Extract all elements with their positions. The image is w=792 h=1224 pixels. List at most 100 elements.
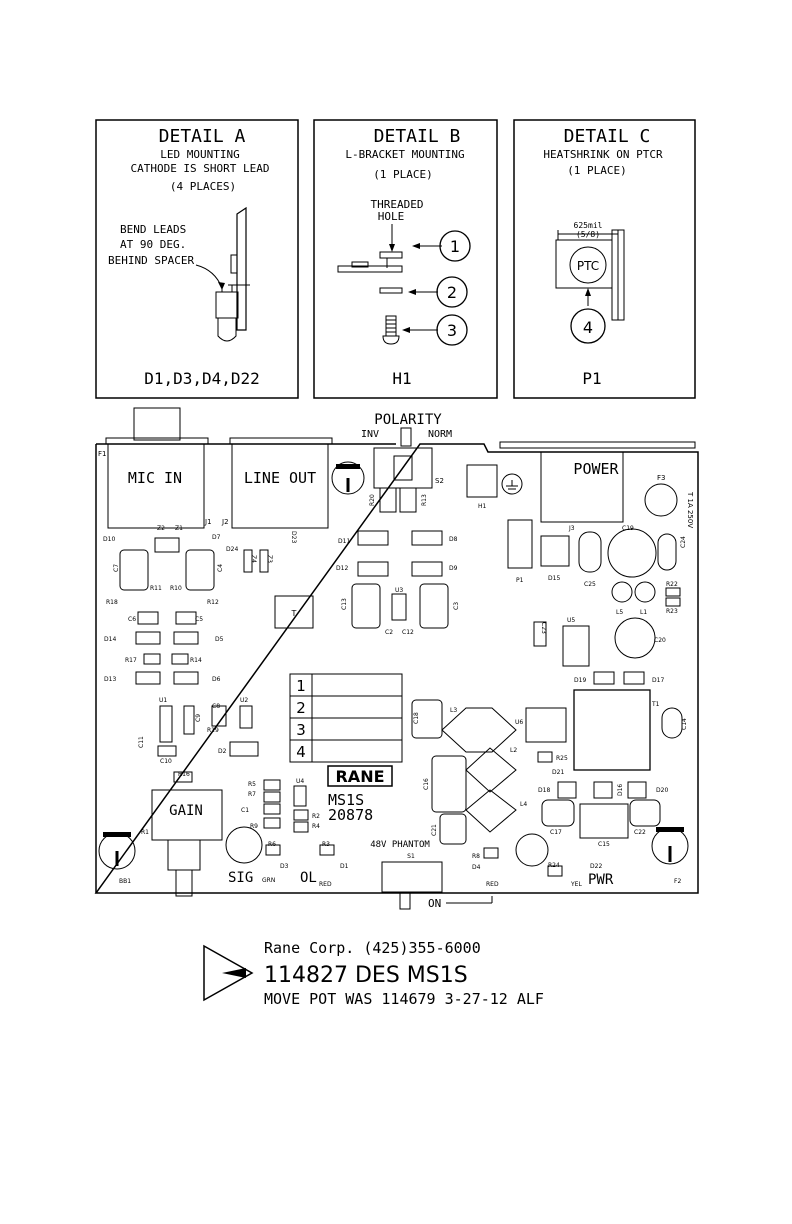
ref-D10: D10 bbox=[103, 536, 115, 543]
ref-R19: R19 bbox=[207, 727, 219, 734]
ref-R24: R24 bbox=[548, 862, 560, 869]
ref-C15: C15 bbox=[598, 841, 610, 848]
ref-C25: C25 bbox=[584, 581, 596, 588]
pwr-label: PWR bbox=[588, 872, 614, 888]
grn-label: GRN bbox=[262, 877, 275, 884]
led-mounting-sketch bbox=[195, 206, 250, 342]
ref-C18: C18 bbox=[413, 712, 420, 724]
assembly-table: 1 2 3 4 bbox=[289, 673, 403, 763]
ref-D5: D5 bbox=[215, 636, 224, 643]
ref-C5: C5 bbox=[195, 616, 203, 623]
ref-U2: U2 bbox=[240, 697, 248, 704]
ref-C6: C6 bbox=[128, 616, 136, 623]
ref-D1: D1 bbox=[340, 863, 349, 870]
revision-note: MOVE POT WAS 114679 3-27-12 ALF bbox=[264, 990, 544, 1008]
sig-label: SIG bbox=[228, 870, 253, 886]
ref-C11: C11 bbox=[138, 736, 145, 748]
ref-T: T bbox=[291, 609, 297, 618]
mic-in-label: MIC IN bbox=[128, 469, 182, 487]
ref-C17: C17 bbox=[550, 829, 562, 836]
model-label: MS1S bbox=[328, 791, 364, 809]
ref-R1: R1 bbox=[141, 829, 149, 836]
ref-U5: U5 bbox=[567, 617, 575, 624]
bracket-sketch bbox=[337, 224, 442, 345]
ref-C22: C22 bbox=[634, 829, 646, 836]
ref-R2: R2 bbox=[312, 813, 320, 820]
detail-a-line1: LED MOUNTING bbox=[160, 148, 239, 161]
ref-C9: C9 bbox=[195, 714, 202, 722]
ref-U1: U1 bbox=[159, 697, 167, 704]
detail-a: DETAIL A LED MOUNTING CATHODE IS SHORT L… bbox=[95, 119, 299, 399]
ref-C2: C2 bbox=[385, 629, 393, 636]
ref-Z4: Z4 bbox=[250, 555, 257, 563]
detail-a-title: DETAIL A bbox=[159, 126, 246, 147]
ref-L3: L3 bbox=[450, 707, 457, 714]
ref-D16: D16 bbox=[617, 784, 624, 796]
svg-text:1: 1 bbox=[450, 237, 460, 256]
ref-R16: R16 bbox=[178, 771, 190, 778]
callout-2: 2 bbox=[436, 276, 468, 308]
ref-R12: R12 bbox=[207, 599, 219, 606]
ref-C23: C23 bbox=[540, 622, 547, 634]
ref-BB1: BB1 bbox=[119, 878, 131, 885]
red-label: RED bbox=[486, 881, 499, 888]
ref-C14: C14 bbox=[681, 718, 688, 730]
ref-T1: T1 bbox=[651, 701, 660, 708]
ref-C13: C13 bbox=[341, 598, 348, 610]
ref-R7: R7 bbox=[248, 791, 256, 798]
ref-L2: L2 bbox=[510, 747, 517, 754]
ref-D6: D6 bbox=[212, 676, 221, 683]
company-line: Rane Corp. (425)355-6000 bbox=[264, 939, 481, 957]
svg-text:3: 3 bbox=[447, 321, 457, 340]
ref-C10: C10 bbox=[160, 758, 172, 765]
table-row-2: 2 bbox=[296, 699, 306, 717]
svg-text:2: 2 bbox=[447, 283, 457, 302]
callout-3: 3 bbox=[436, 314, 468, 346]
ref-D4: D4 bbox=[472, 864, 481, 871]
ref-R22: R22 bbox=[666, 581, 678, 588]
ref-R11: R11 bbox=[150, 585, 162, 592]
ref-H1: H1 bbox=[478, 503, 487, 510]
detail-b: DETAIL B L-BRACKET MOUNTING (1 PLACE) TH… bbox=[313, 119, 498, 399]
ref-C1: C1 bbox=[241, 807, 249, 814]
ref-D8: D8 bbox=[449, 536, 458, 543]
ref-D9: D9 bbox=[449, 565, 458, 572]
ol-label: OL bbox=[300, 870, 317, 886]
fuse-rating: T 1A 250V bbox=[686, 491, 694, 528]
ref-D11: D11 bbox=[338, 538, 350, 545]
detail-a-bend1: BEND LEADS bbox=[120, 223, 186, 236]
ref-D22: D22 bbox=[590, 863, 602, 870]
ref-C16: C16 bbox=[423, 778, 430, 790]
ref-R5: R5 bbox=[248, 781, 256, 788]
ref-D18: D18 bbox=[538, 787, 550, 794]
detail-b-line1: L-BRACKET MOUNTING bbox=[345, 148, 464, 161]
ref-D12: D12 bbox=[336, 565, 348, 572]
ref-P1: P1 bbox=[516, 577, 524, 584]
ref-R23: R23 bbox=[666, 608, 678, 615]
ref-Z2: Z2 bbox=[157, 525, 165, 532]
ref-R3: R3 bbox=[322, 841, 330, 848]
ref-R8: R8 bbox=[472, 853, 480, 860]
ptc-label: PTC bbox=[577, 259, 599, 273]
detail-a-line3: (4 PLACES) bbox=[170, 180, 236, 193]
rane-triangle-logo bbox=[203, 944, 254, 1002]
ref-L1: L1 bbox=[640, 609, 647, 616]
callout-4: 4 bbox=[583, 318, 593, 337]
ref-Z1: Z1 bbox=[175, 525, 183, 532]
detail-a-footer: D1,D3,D4,D22 bbox=[144, 369, 260, 388]
ref-R9: R9 bbox=[250, 823, 258, 830]
title-block: Rane Corp. (425)355-6000 114827 DES MS1S… bbox=[203, 939, 544, 1008]
table-row-3: 3 bbox=[296, 721, 306, 739]
detail-b-line2: (1 PLACE) bbox=[373, 168, 433, 181]
detail-c-line1: HEATSHRINK ON PTCR bbox=[543, 148, 663, 161]
ref-U6: U6 bbox=[515, 719, 523, 726]
ref-C4: C4 bbox=[217, 564, 224, 572]
ref-C21: C21 bbox=[431, 824, 438, 836]
phantom-label: 48V PHANTOM bbox=[370, 840, 430, 850]
ref-R13: R13 bbox=[421, 494, 428, 506]
norm-label: NORM bbox=[428, 429, 452, 440]
ref-S1: S1 bbox=[407, 853, 415, 860]
ref-D23: D23 bbox=[290, 531, 297, 543]
ref-R18: R18 bbox=[106, 599, 118, 606]
